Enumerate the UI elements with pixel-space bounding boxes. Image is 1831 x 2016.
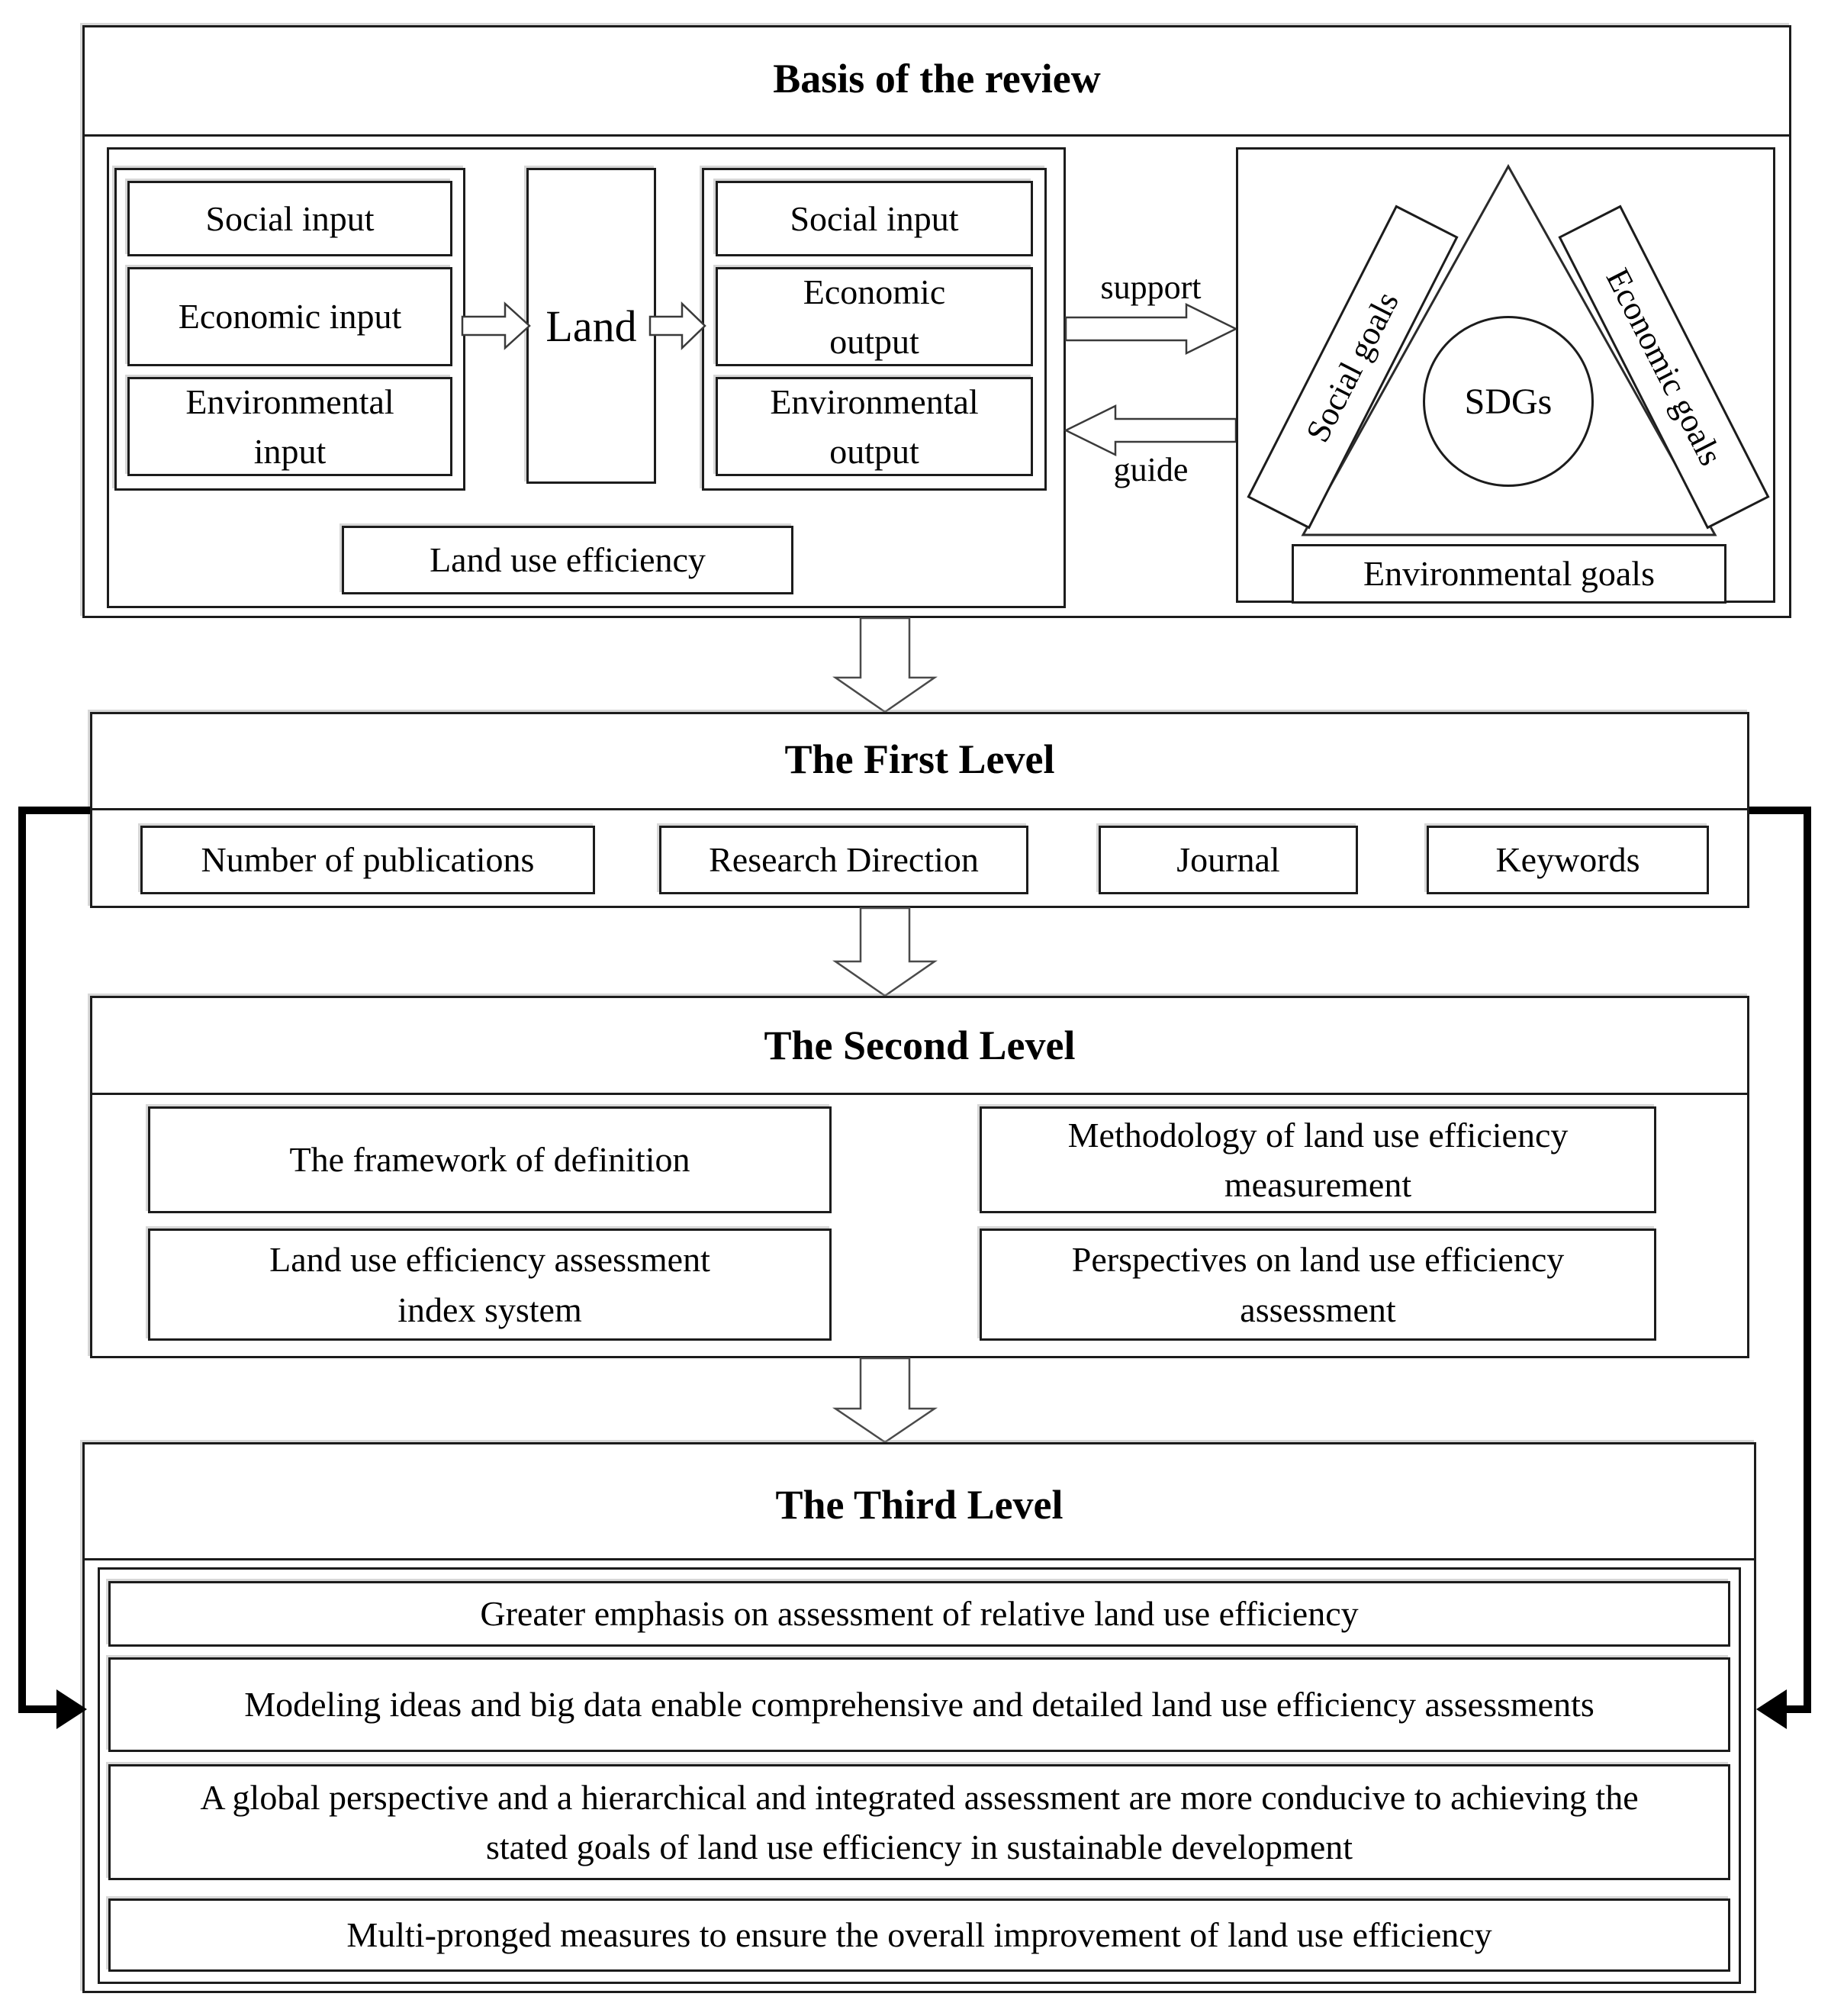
third-level-divider [82,1558,1756,1560]
feedback-line-left-vertical [18,807,26,1713]
economic-input-box: Economic input [127,267,452,366]
guide-arrow-icon [1064,404,1237,457]
guide-label: guide [1113,451,1189,489]
social-input-box: Social input [127,181,452,256]
feedback-line-right-vertical [1804,807,1811,1713]
second-level-item: Land use efficiency assessment index sys… [148,1229,832,1341]
first-level-item: Research Direction [659,826,1028,894]
down-arrow-icon [832,907,938,997]
third-level-item: Greater emphasis on assessment of relati… [108,1581,1730,1647]
first-level-item: Number of publications [140,826,595,894]
first-level-divider [90,808,1749,810]
feedback-line-left-top [18,807,90,814]
basis-title: Basis of the review [773,56,1101,101]
first-level-item: Keywords [1427,826,1709,894]
sdg-circle: SDGs [1423,316,1594,487]
environmental-output-box: Environmental output [716,377,1033,476]
down-arrow-icon [832,1357,938,1444]
land-use-efficiency-box: Land use efficiency [342,526,793,594]
environmental-goals-label: Environmental goals [1292,544,1726,604]
feedback-line-right-bottom [1785,1705,1811,1713]
feedback-arrowhead-left-icon [1756,1689,1787,1729]
third-level-item: Modeling ideas and big data enable compr… [108,1657,1730,1752]
third-level-title: The Third Level [775,1482,1064,1528]
basis-title-divider [82,134,1791,137]
second-level-item: Methodology of land use efficiency measu… [980,1106,1656,1213]
second-level-title: The Second Level [764,1022,1076,1068]
economic-output-box: Economic output [716,267,1033,366]
third-level-item: A global perspective and a hierarchical … [108,1764,1730,1880]
second-level-item: Perspectives on land use efficiency asse… [980,1229,1656,1341]
sdg-label: SDGs [1464,381,1553,422]
support-arrow-icon [1064,302,1238,356]
feedback-line-left-bottom [18,1705,60,1713]
first-level-item: Journal [1099,826,1358,894]
support-label: support [1100,269,1202,307]
flow-arrow-icon [648,301,706,350]
land-label: Land [545,301,637,351]
land-box: Land [526,168,656,484]
first-level-title: The First Level [784,736,1055,782]
down-arrow-icon [832,617,938,713]
sdg-section-box: Social goals Economic goals SDGs Environ… [1236,147,1775,604]
second-level-item: The framework of definition [148,1106,832,1213]
third-level-item: Multi-pronged measures to ensure the ove… [108,1898,1730,1972]
social-output-box: Social input [716,181,1033,256]
flow-arrow-icon [461,301,531,350]
feedback-line-right-top [1749,807,1811,814]
environmental-input-box: Environmental input [127,377,452,476]
second-level-divider [90,1093,1749,1095]
feedback-arrowhead-right-icon [56,1689,87,1729]
